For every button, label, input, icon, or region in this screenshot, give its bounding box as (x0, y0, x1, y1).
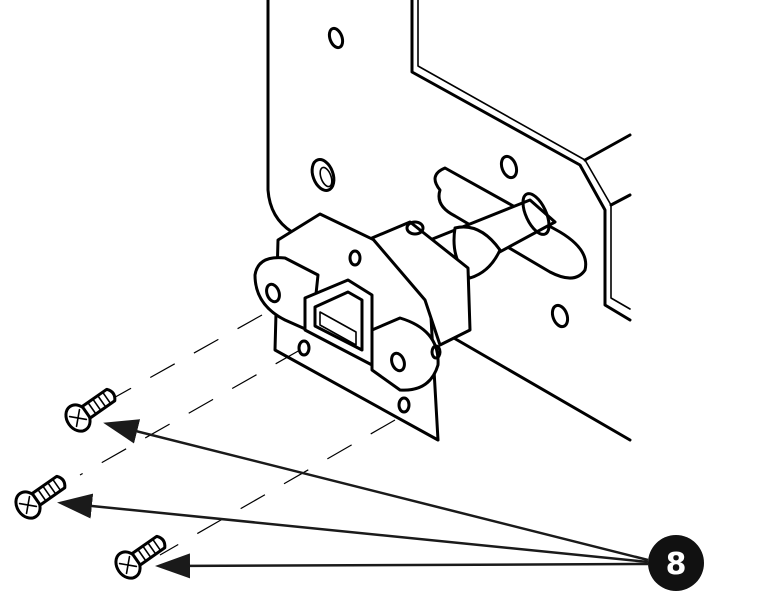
callout-label: 8 (666, 547, 687, 582)
screw-icon (114, 534, 167, 580)
screw-icon (64, 387, 117, 433)
callout-badge: 8 (648, 535, 704, 591)
mounting-plate (266, 0, 632, 442)
alignment-lines (79, 314, 396, 556)
screw-icon (14, 474, 67, 520)
callout-arrows (57, 419, 649, 579)
connector-bracket (253, 212, 472, 442)
